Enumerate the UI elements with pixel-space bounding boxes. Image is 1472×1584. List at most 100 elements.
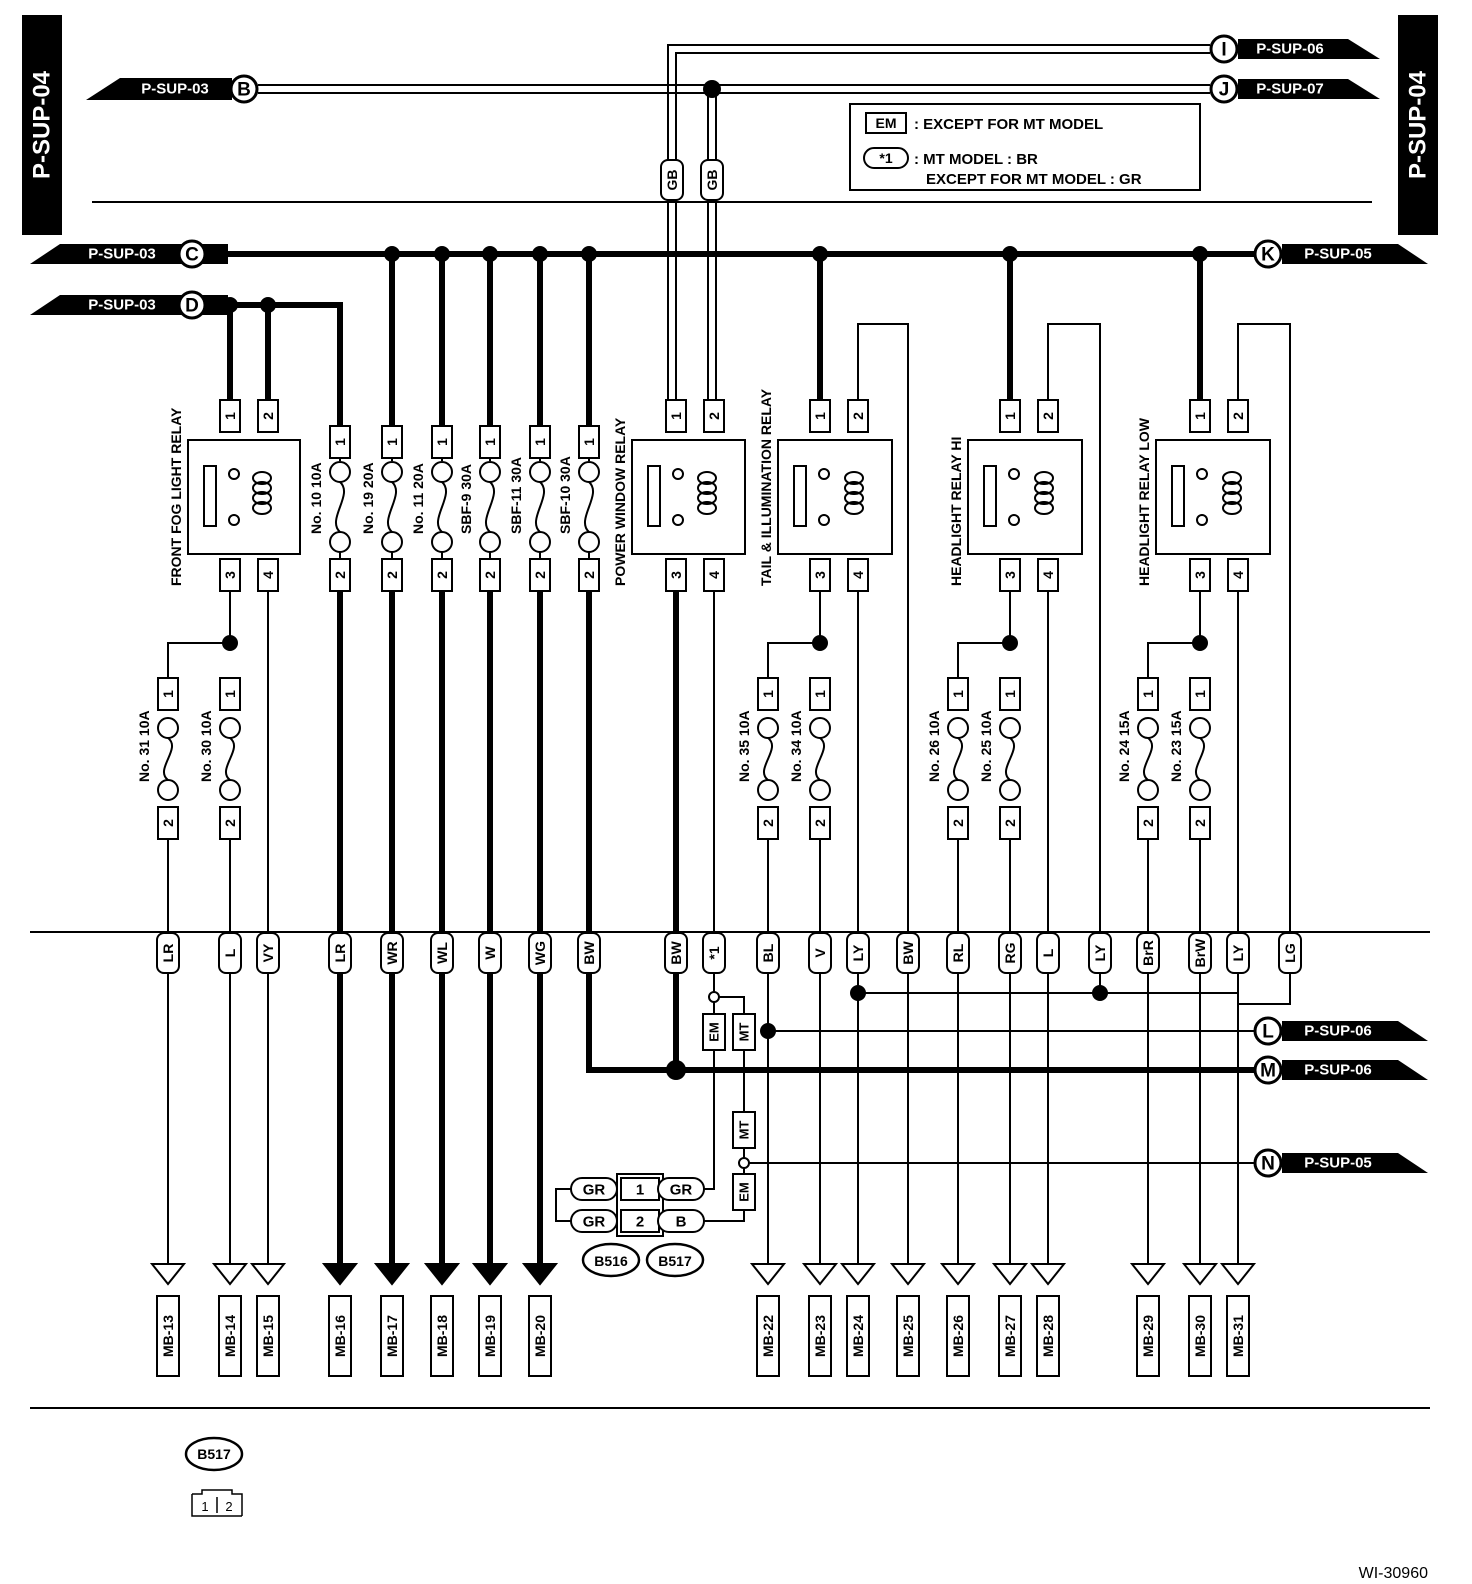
pin-label: 1 (581, 438, 597, 446)
pin-label: 1 (760, 690, 776, 698)
fuse-terminal (529, 461, 551, 483)
pin-tag (157, 677, 179, 711)
connector-circle (1253, 1055, 1283, 1085)
connector-label: P-SUP-05 (1304, 1155, 1372, 1172)
destination-arrow (939, 1263, 977, 1286)
destination-arrow (1129, 1263, 1167, 1286)
fuse-terminal (431, 461, 453, 483)
pin-label: 3 (222, 571, 238, 579)
relay-contact (672, 514, 684, 526)
pin-label: 1 (812, 412, 828, 420)
junction-dot (1002, 635, 1018, 651)
connector-circle (229, 74, 259, 104)
pin-label: 1 (434, 438, 450, 446)
fuse-label: No. 19 20A (360, 462, 376, 534)
junction-dot (532, 246, 548, 262)
destination-mb-30: MB-30 (1192, 1315, 1208, 1357)
pin-label: 2 (1002, 819, 1018, 827)
connector-flag (1282, 244, 1428, 264)
fuse-terminal (999, 717, 1021, 739)
pin-tag (1137, 806, 1159, 840)
pin-label: 2 (706, 412, 722, 420)
wire-code-BW: BW (668, 941, 684, 965)
pin-label: 2 (160, 819, 176, 827)
fuse-label: SBF-11 30A (508, 457, 524, 534)
wire-code-tag (328, 932, 352, 974)
destination-tag (218, 1295, 242, 1377)
destination-mb-16: MB-16 (332, 1315, 348, 1357)
pin-tag (703, 558, 725, 592)
fuse-label: No. 26 10A (926, 710, 942, 782)
destination-arrow (211, 1263, 249, 1286)
fuse-element (1004, 737, 1016, 781)
wire-code-L: L (1040, 948, 1056, 957)
relay-coil-turn (252, 481, 272, 495)
pin-tag (529, 425, 551, 459)
wire (1237, 323, 1291, 933)
pin-tag (157, 806, 179, 840)
wire-m (586, 973, 1254, 1073)
destination-arrow (1029, 1263, 1067, 1286)
pin-tag (809, 677, 831, 711)
pin-tag (999, 806, 1021, 840)
fuse-terminal (157, 717, 179, 739)
destination-tag (1036, 1295, 1060, 1377)
destination-arrow (521, 1263, 559, 1286)
pin-label: 1 (332, 438, 348, 446)
pin-label: 1 (950, 690, 966, 698)
connector-label: P-SUP-05 (1304, 246, 1372, 263)
relay-contact (818, 514, 830, 526)
relay-coil-turn (252, 471, 272, 485)
connector-circle (1253, 1016, 1283, 1046)
pin-label: 2 (812, 819, 828, 827)
fuse-element (436, 481, 448, 533)
junction-dot (1192, 246, 1208, 262)
wire-code-1: *1 (706, 946, 722, 959)
connector-letter: N (1261, 1154, 1275, 1175)
fuse-terminal (1137, 717, 1159, 739)
connector-label: P-SUP-06 (1304, 1062, 1372, 1079)
wire-code-tag (946, 932, 970, 974)
fuse-terminal (219, 779, 241, 801)
connector-letter: M (1260, 1061, 1276, 1082)
option-tag-MT: MT (737, 1023, 752, 1042)
destination-tag (946, 1295, 970, 1377)
pin-label: 2 (332, 571, 348, 579)
junction-dot (434, 246, 450, 262)
double-wire-b-j (258, 84, 1210, 94)
pin-tag (578, 425, 600, 459)
fuse-element (952, 737, 964, 781)
fuse-terminal (479, 531, 501, 553)
fuse-element (162, 737, 174, 781)
pin-label: 1 (1140, 690, 1156, 698)
pin-label: 3 (812, 571, 828, 579)
connector-name-b516 (581, 1242, 641, 1278)
relay-coil-turn (1222, 491, 1242, 505)
pin-tag (847, 399, 869, 433)
destination-mb-25: MB-25 (900, 1315, 916, 1357)
fuse-label: SBF-9 30A (458, 464, 474, 534)
wire-code-WG: WG (532, 941, 548, 965)
fuse-element (762, 737, 774, 781)
pin-label: 4 (1230, 571, 1246, 579)
pin-label: 4 (706, 571, 722, 579)
pin-label: 2 (532, 571, 548, 579)
pin-label: 2 (1040, 412, 1056, 420)
connector-letter: I (1221, 40, 1226, 61)
wire-code-WR: WR (384, 941, 400, 964)
pin-label: 2 (1140, 819, 1156, 827)
connector-flag (1282, 1153, 1428, 1173)
fuse-terminal (809, 717, 831, 739)
fuse-terminal (999, 779, 1021, 801)
pin-label: 2 (850, 412, 866, 420)
fuse-label: No. 30 10A (198, 710, 214, 782)
pin-tag (947, 806, 969, 840)
connector-letter: J (1219, 80, 1230, 101)
pin-tag (257, 399, 279, 433)
wire-code-tag (1226, 932, 1250, 974)
b517-wire-top (657, 1177, 705, 1201)
pin-label: 2 (260, 412, 276, 420)
figure-id: WI-30960 (1359, 1565, 1428, 1582)
